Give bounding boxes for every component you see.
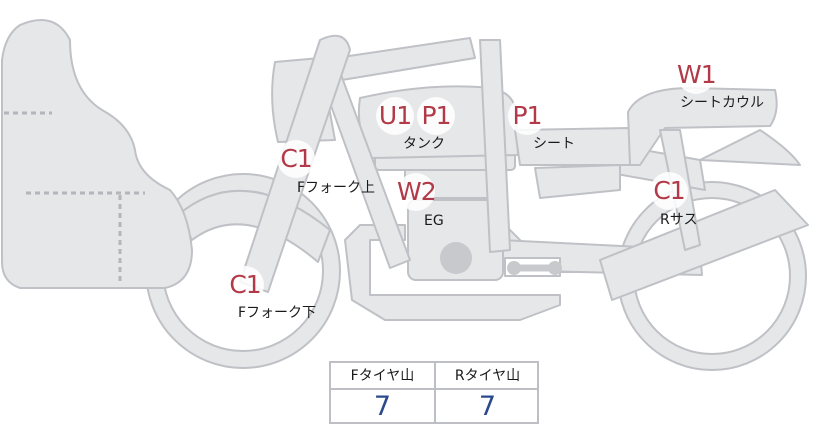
fairing-seams xyxy=(4,111,145,285)
engine xyxy=(374,147,562,281)
marker-w1-seat-cowl[interactable]: W1 xyxy=(677,56,717,94)
marker-c1-fork-upper[interactable]: C1 xyxy=(277,140,315,178)
label-seat-cowl: シートカウル xyxy=(680,95,764,111)
label-fork-lower: Fフォーク下 xyxy=(238,305,317,321)
front-tread-value: 7 xyxy=(373,391,392,422)
label-engine: EG xyxy=(424,213,444,229)
label-seat: シート xyxy=(533,136,575,152)
marker-u1-tank[interactable]: U1 xyxy=(376,97,414,135)
marker-c1-fork-lower[interactable]: C1 xyxy=(226,266,264,304)
marker-p1-seat[interactable]: P1 xyxy=(508,97,546,135)
label-fork-upper: Fフォーク上 xyxy=(297,180,376,196)
rear-tread-value: 7 xyxy=(478,391,497,422)
rear-tread-header: Rタイヤ山 xyxy=(454,368,521,384)
front-fairing xyxy=(1,19,193,289)
table-divider-vertical xyxy=(434,363,436,422)
muffler xyxy=(599,189,809,301)
label-tank: タンク xyxy=(403,136,445,152)
frame-rail xyxy=(479,39,511,253)
tire-tread-table: Fタイヤ山 Rタイヤ山 7 7 xyxy=(329,361,539,424)
marker-c1-rear-suspension[interactable]: C1 xyxy=(650,172,688,210)
seat-cowl xyxy=(627,87,778,166)
label-rear-suspension: Rサス xyxy=(660,212,698,228)
marker-w2-engine[interactable]: W2 xyxy=(397,173,437,211)
front-tread-header: Fタイヤ山 xyxy=(350,368,415,384)
marker-p1-tank[interactable]: P1 xyxy=(417,97,455,135)
seat-body xyxy=(534,164,621,199)
tail-fender xyxy=(699,129,801,166)
